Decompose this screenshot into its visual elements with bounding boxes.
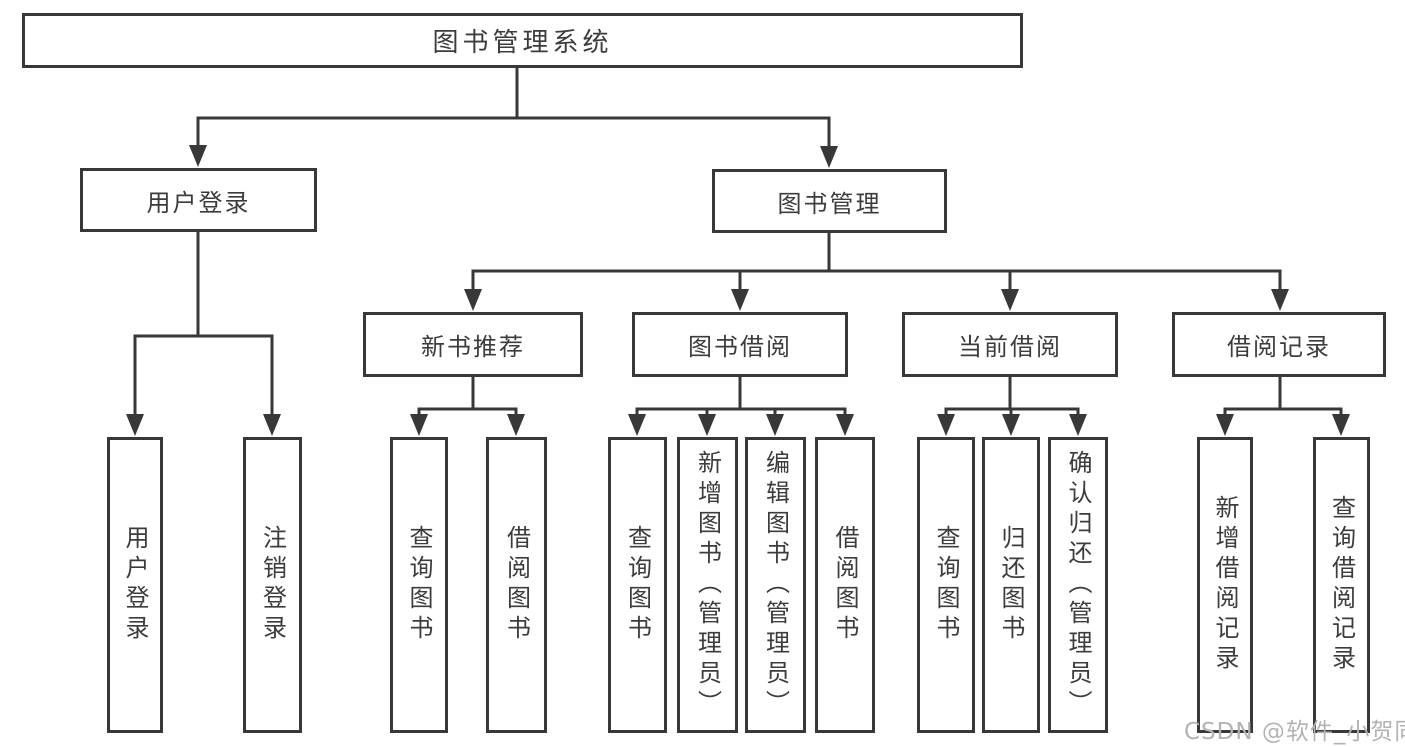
leaf-logout-label: 注销登录 bbox=[258, 525, 287, 645]
leaf-user-login: 用户登录 bbox=[107, 437, 163, 733]
leaf-borrowing-borrow-books-label: 借阅图书 bbox=[831, 525, 859, 645]
node-user-login-branch-label: 用户登录 bbox=[146, 188, 251, 217]
leaf-logout: 注销登录 bbox=[243, 437, 302, 733]
leaf-borrowing-query-books: 查询图书 bbox=[608, 437, 667, 733]
node-new-book-recommend-label: 新书推荐 bbox=[421, 333, 525, 361]
node-user-login-branch: 用户登录 bbox=[80, 168, 317, 232]
leaf-current-return-books-label: 归还图书 bbox=[997, 525, 1025, 645]
leaf-current-return-books: 归还图书 bbox=[982, 437, 1040, 733]
leaf-borrowing-edit-books-admin-label: 编辑图书（管理员） bbox=[761, 450, 790, 720]
leaf-current-confirm-return-admin: 确认归还（管理员） bbox=[1048, 437, 1108, 733]
leaf-borrowing-add-books-admin-label: 新增图书（管理员） bbox=[693, 450, 722, 720]
leaf-records-query-record: 查询借阅记录 bbox=[1313, 437, 1370, 733]
node-borrowing-records-label: 借阅记录 bbox=[1227, 333, 1331, 361]
node-system-root: 图书管理系统 bbox=[22, 13, 1023, 68]
leaf-records-add-record-label: 新增借阅记录 bbox=[1211, 495, 1239, 675]
leaf-recommend-borrow-books-label: 借阅图书 bbox=[502, 525, 531, 645]
node-book-management-branch: 图书管理 bbox=[712, 169, 947, 233]
leaf-current-query-books: 查询图书 bbox=[917, 437, 975, 733]
leaf-recommend-query-books: 查询图书 bbox=[390, 437, 448, 733]
csdn-watermark: CSDN @软件_小贺同学 bbox=[1184, 719, 1405, 745]
node-book-borrowing-label: 图书借阅 bbox=[688, 333, 792, 361]
node-borrowing-records: 借阅记录 bbox=[1172, 312, 1386, 377]
leaf-borrowing-edit-books-admin: 编辑图书（管理员） bbox=[745, 437, 806, 733]
node-book-borrowing: 图书借阅 bbox=[632, 312, 848, 377]
leaf-recommend-query-books-label: 查询图书 bbox=[405, 525, 433, 645]
leaf-records-query-record-label: 查询借阅记录 bbox=[1327, 495, 1356, 675]
node-book-management-branch-label: 图书管理 bbox=[777, 189, 882, 218]
leaf-current-confirm-return-admin-label: 确认归还（管理员） bbox=[1064, 450, 1092, 720]
leaf-user-login-label: 用户登录 bbox=[121, 525, 149, 645]
leaf-current-query-books-label: 查询图书 bbox=[932, 525, 960, 645]
node-system-root-label: 图书管理系统 bbox=[432, 28, 613, 58]
leaf-records-add-record: 新增借阅记录 bbox=[1197, 437, 1253, 733]
node-current-borrowing-label: 当前借阅 bbox=[958, 333, 1062, 361]
leaf-recommend-borrow-books: 借阅图书 bbox=[486, 437, 547, 733]
leaf-borrowing-borrow-books: 借阅图书 bbox=[815, 437, 875, 733]
leaf-borrowing-query-books-label: 查询图书 bbox=[623, 525, 652, 645]
node-new-book-recommend: 新书推荐 bbox=[363, 312, 583, 377]
node-current-borrowing: 当前借阅 bbox=[902, 312, 1118, 377]
leaf-borrowing-add-books-admin: 新增图书（管理员） bbox=[677, 437, 738, 733]
